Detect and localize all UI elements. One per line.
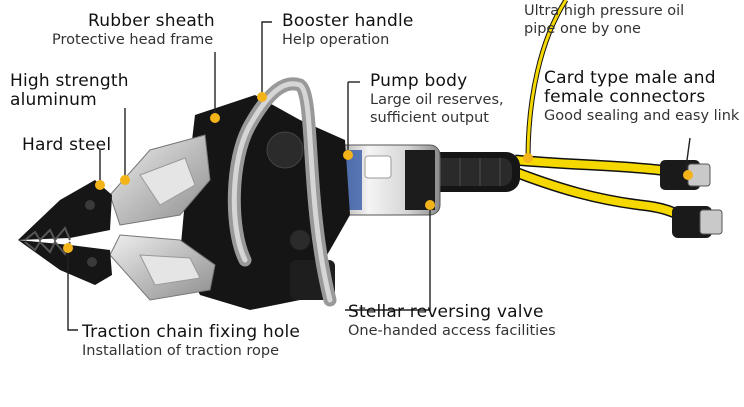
pump-body-sub2: sufficient output (370, 110, 489, 126)
connectors-label: Card type male and female connectors Goo… (544, 69, 739, 125)
pump-body-label: Pump body Large oil reserves, sufficient… (370, 72, 504, 127)
chain-hole-title: Traction chain fixing hole (82, 322, 301, 342)
reversing-valve-title: Stellar reversing valve (348, 302, 544, 322)
booster-handle-label: Booster handle Help operation (282, 12, 414, 49)
reversing-valve-label: Stellar reversing valve One-handed acces… (348, 303, 556, 340)
booster-handle-sub: Help operation (282, 32, 390, 48)
high-strength-title1: High strength (10, 71, 129, 91)
reversing-valve-sub: One-handed access facilities (348, 323, 556, 339)
connectors-title2: female connectors (544, 87, 706, 107)
steel-tips (18, 180, 112, 285)
chain-hole-label: Traction chain fixing hole Installation … (82, 323, 300, 360)
oil-pipe-sub2: pipe one by one (524, 21, 641, 37)
connectors-sub: Good sealing and easy link (544, 108, 740, 124)
high-strength-label: High strength aluminum (10, 72, 129, 110)
aluminum-arms (109, 134, 216, 301)
high-strength-title2: aluminum (10, 90, 97, 110)
booster-handle-title: Booster handle (282, 11, 414, 31)
oil-pipe-sub1: Ultra high pressure oil (524, 3, 685, 19)
hose-connectors (660, 160, 723, 238)
hard-steel-label: Hard steel (22, 136, 111, 155)
pump-body-title: Pump body (370, 71, 468, 91)
chain-hole-sub: Installation of traction rope (82, 343, 280, 359)
oil-pipe-label: Ultra high pressure oil pipe one by one (524, 2, 684, 38)
rubber-sheath-label: Rubber sheath Protective head frame (52, 11, 215, 49)
rubber-sheath-sub: Protective head frame (52, 32, 214, 48)
pump-body-sub1: Large oil reserves, (370, 92, 504, 108)
markers (63, 92, 693, 253)
leader-lines (67, 21, 691, 331)
rubber-sheath-title: Rubber sheath (88, 11, 215, 31)
connectors-title1: Card type male and (544, 68, 716, 88)
hard-steel-title: Hard steel (22, 135, 112, 155)
